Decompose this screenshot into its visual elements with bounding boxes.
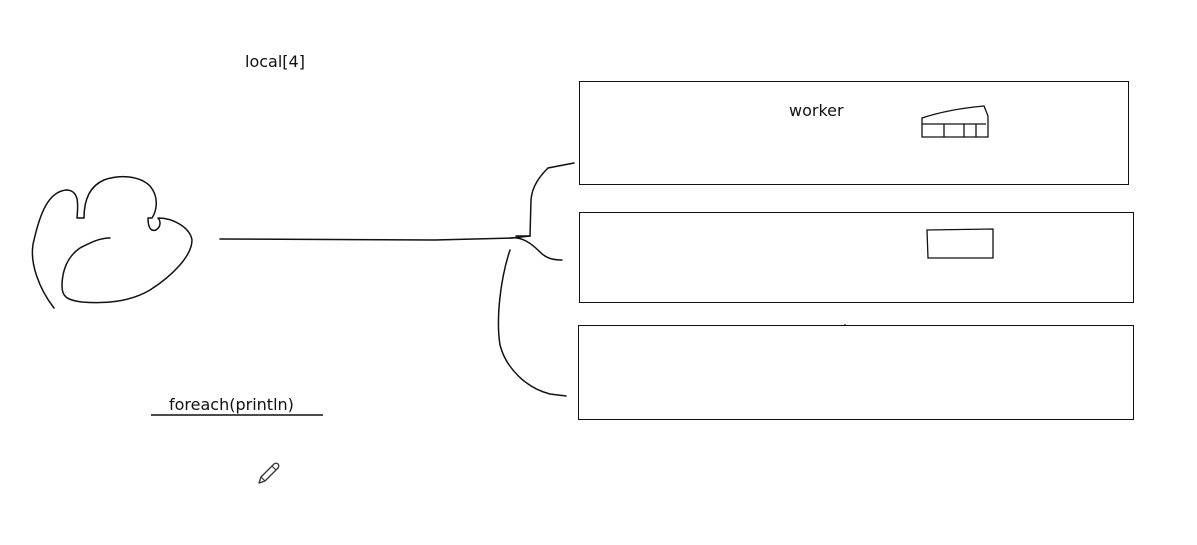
local-label: local[4] [245,52,305,71]
driver-connector [219,235,531,241]
worker-box-3 [578,325,1134,420]
task-slots-sketch [921,105,989,138]
worker-label: worker [789,101,844,120]
worker-box-1 [579,81,1129,185]
foreach-label: foreach(println) [169,395,294,414]
driver-scribble [31,175,193,309]
connector-to-worker-1 [515,162,575,237]
connector-to-worker-2 [509,236,563,261]
connector-to-worker-3 [497,249,567,397]
pencil-icon[interactable] [255,461,281,487]
task-box-sketch [926,228,994,259]
worker-box-2 [579,212,1134,303]
